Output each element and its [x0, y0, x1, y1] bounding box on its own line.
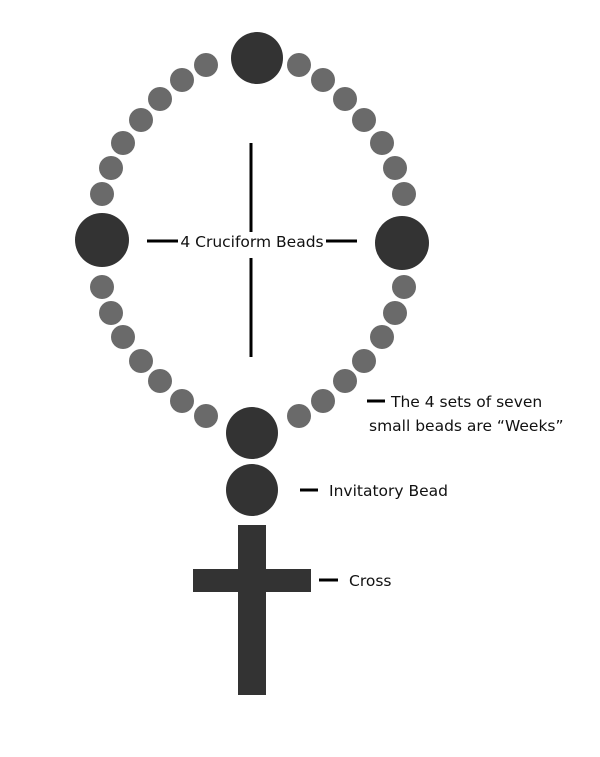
- cross-horizontal: [193, 569, 311, 592]
- week-bead: [111, 325, 135, 349]
- invitatory-label: Invitatory Bead: [329, 482, 448, 500]
- week-bead: [194, 53, 218, 77]
- cross-vertical: [238, 525, 266, 695]
- week-bead: [370, 325, 394, 349]
- week-bead: [333, 87, 357, 111]
- cruciform-label: 4 Cruciform Beads: [180, 233, 323, 251]
- week-bead: [148, 87, 172, 111]
- week-bead: [333, 369, 357, 393]
- weeks-label-line1: The 4 sets of seven: [390, 393, 542, 411]
- week-bead: [129, 108, 153, 132]
- week-bead: [311, 389, 335, 413]
- week-bead: [383, 301, 407, 325]
- week-bead: [129, 349, 153, 373]
- week-bead: [111, 131, 135, 155]
- cruciform-bead-bottom: [226, 407, 278, 459]
- week-bead: [370, 131, 394, 155]
- week-bead: [99, 156, 123, 180]
- week-bead: [311, 68, 335, 92]
- week-bead: [392, 275, 416, 299]
- week-bead: [352, 108, 376, 132]
- week-bead: [90, 182, 114, 206]
- invitatory-bead: [226, 464, 278, 516]
- week-bead: [90, 275, 114, 299]
- week-bead: [148, 369, 172, 393]
- week-bead: [352, 349, 376, 373]
- cruciform-bead-top: [231, 32, 283, 84]
- weeks-label-line2: small beads are “Weeks”: [369, 417, 564, 435]
- week-bead: [287, 53, 311, 77]
- cruciform-bead-right: [375, 216, 429, 270]
- cross-label: Cross: [349, 572, 392, 590]
- week-bead: [287, 404, 311, 428]
- week-bead: [392, 182, 416, 206]
- week-bead: [170, 68, 194, 92]
- week-bead: [383, 156, 407, 180]
- week-bead: [99, 301, 123, 325]
- week-bead: [194, 404, 218, 428]
- week-bead: [170, 389, 194, 413]
- cruciform-bead-left: [75, 213, 129, 267]
